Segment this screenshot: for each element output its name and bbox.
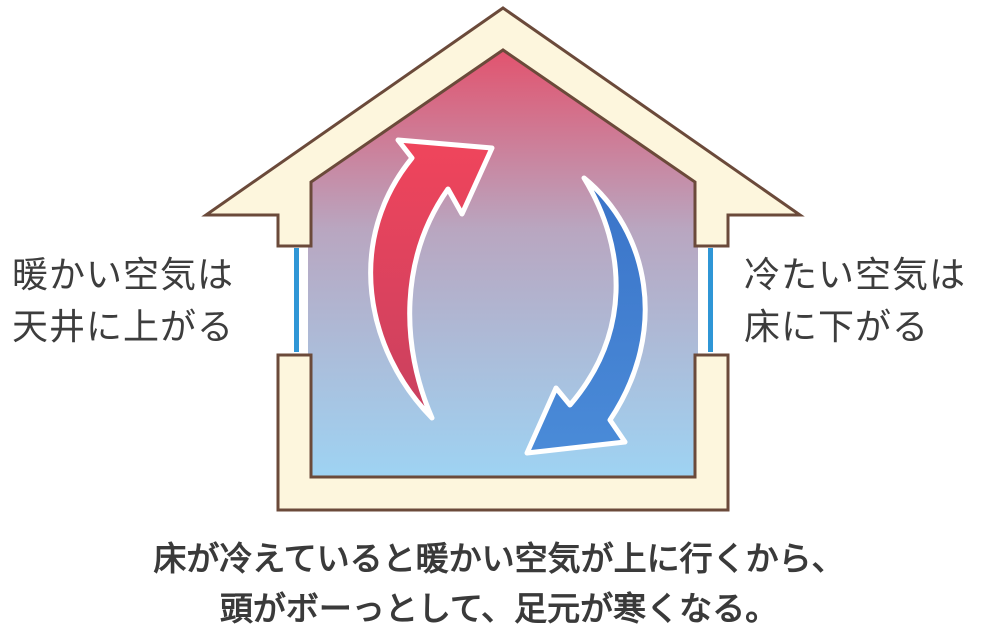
cold-air-label-line2: 床に下がる bbox=[744, 307, 930, 348]
warm-air-label-line2: 天井に上がる bbox=[12, 307, 235, 348]
diagram-caption: 床が冷えていると暖かい空気が上に行くから、 頭がボーっとして、足元が寒くなる。 bbox=[0, 534, 998, 634]
left-window-glass bbox=[294, 248, 299, 352]
caption-line2: 頭がボーっとして、足元が寒くなる。 bbox=[219, 589, 779, 628]
warm-air-label-line1: 暖かい空気は bbox=[12, 255, 235, 296]
house-roof bbox=[201, 6, 805, 248]
caption-line1: 床が冷えていると暖かい空気が上に行くから、 bbox=[153, 539, 845, 578]
cold-air-label-line1: 冷たい空気は bbox=[744, 255, 967, 296]
right-window-glass bbox=[708, 248, 713, 352]
up-curved-arrow-icon bbox=[368, 137, 495, 421]
down-curved-arrow-icon bbox=[524, 175, 648, 456]
house-lower-wall bbox=[276, 353, 730, 512]
cold-air-label: 冷たい空気は 床に下がる bbox=[744, 250, 966, 354]
warm-air-label: 暖かい空気は 天井に上がる bbox=[12, 250, 234, 354]
